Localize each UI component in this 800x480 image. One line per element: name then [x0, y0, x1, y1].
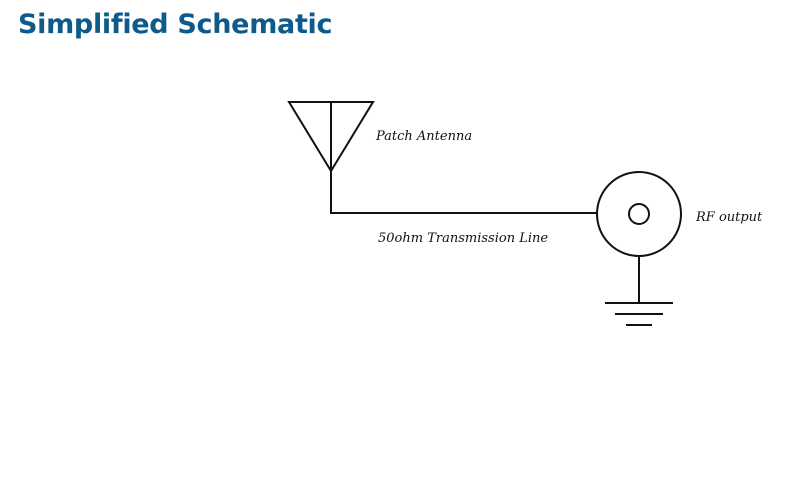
page-title: Simplified Schematic [18, 9, 333, 40]
antenna-icon [287, 101, 375, 214]
transmission-line-label: 50ohm Transmission Line [378, 231, 548, 246]
antenna-label: Patch Antenna [375, 129, 472, 144]
coaxial-connector-icon [596, 171, 682, 257]
ground-icon [605, 302, 673, 326]
rf-output-label: RF output [695, 210, 763, 225]
